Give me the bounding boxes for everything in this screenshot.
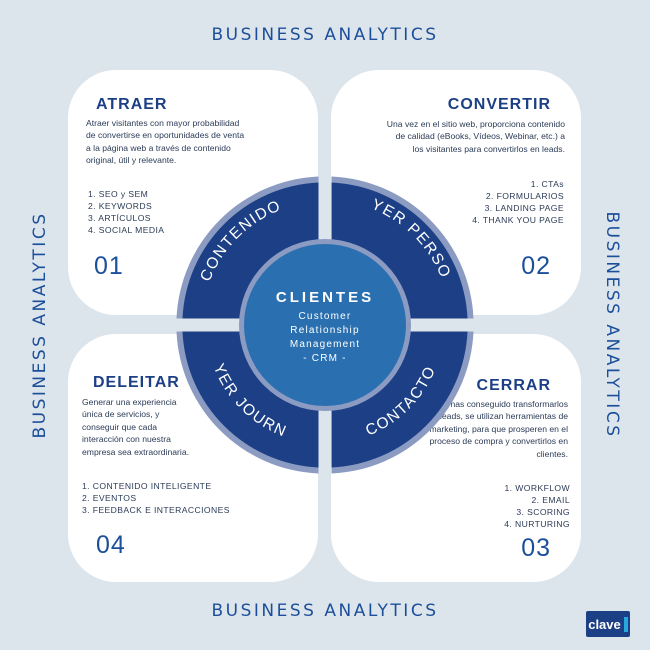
center-line: Management bbox=[290, 339, 360, 350]
edge-title-top: BUSINESS ANALYTICS bbox=[211, 25, 439, 45]
card-number: 01 bbox=[94, 252, 124, 280]
list-item: 4. NURTURING bbox=[504, 519, 570, 529]
edge-title-bottom: BUSINESS ANALYTICS bbox=[211, 601, 439, 621]
card-list: 1. CTAs 2. FORMULARIOS 3. LANDING PAGE 4… bbox=[472, 178, 564, 226]
card-title: ATRAER bbox=[96, 96, 168, 113]
ring-segment-tl bbox=[176, 176, 319, 319]
list-item: 2. EMAIL bbox=[531, 495, 570, 505]
center-line: - CRM - bbox=[303, 353, 346, 364]
list-item: 4. THANK YOU PAGE bbox=[472, 215, 564, 225]
list-item: 2. EVENTOS bbox=[82, 493, 137, 503]
clave-logo: clave bbox=[586, 611, 630, 637]
card-title: CONVERTIR bbox=[447, 96, 551, 113]
card-list: 1. CONTENIDO INTELIGENTE 2. EVENTOS 3. F… bbox=[82, 480, 230, 516]
ring-segment-br bbox=[331, 331, 474, 474]
card-description: Atraer visitantes con mayor probabilidad… bbox=[86, 118, 245, 166]
ring-segment-tr bbox=[331, 176, 474, 319]
card-description: Generar una experiencia única de servici… bbox=[82, 397, 189, 457]
card-list: 1. SEO y SEM 2. KEYWORDS 3. ARTÍCULOS 4.… bbox=[88, 188, 164, 236]
ring-segment-bl bbox=[176, 331, 319, 474]
list-item: 1. SEO y SEM bbox=[88, 189, 149, 199]
card-number: 02 bbox=[521, 252, 551, 280]
center-title: CLIENTES bbox=[276, 289, 374, 306]
list-item: 2. FORMULARIOS bbox=[485, 191, 564, 201]
list-item: 3. FEEDBACK E INTERACCIONES bbox=[82, 505, 230, 515]
card-number: 03 bbox=[521, 534, 551, 562]
card-title: CERRAR bbox=[476, 377, 551, 394]
list-item: 2. KEYWORDS bbox=[88, 201, 153, 211]
list-item: 3. LANDING PAGE bbox=[484, 203, 564, 213]
card-list: 1. WORKFLOW 2. EMAIL 3. SCORING 4. NURTU… bbox=[504, 482, 570, 530]
list-item: 1. CONTENIDO INTELIGENTE bbox=[82, 481, 212, 491]
card-number: 04 bbox=[96, 531, 126, 559]
list-item: 4. SOCIAL MEDIA bbox=[88, 225, 165, 235]
card-description: Una vez que has conseguido transformarlo… bbox=[399, 399, 568, 459]
center-circle bbox=[244, 244, 406, 406]
card-title: DELEITAR bbox=[93, 374, 180, 391]
center-line: Customer bbox=[299, 311, 352, 322]
list-item: 1. WORKFLOW bbox=[504, 483, 570, 493]
card-description: Una vez en el sitio web, proporciona con… bbox=[386, 119, 565, 154]
center-line: Relationship bbox=[290, 325, 359, 336]
list-item: 3. SCORING bbox=[516, 507, 570, 517]
list-item: 1. CTAs bbox=[530, 179, 564, 189]
list-item: 3. ARTÍCULOS bbox=[88, 213, 151, 223]
